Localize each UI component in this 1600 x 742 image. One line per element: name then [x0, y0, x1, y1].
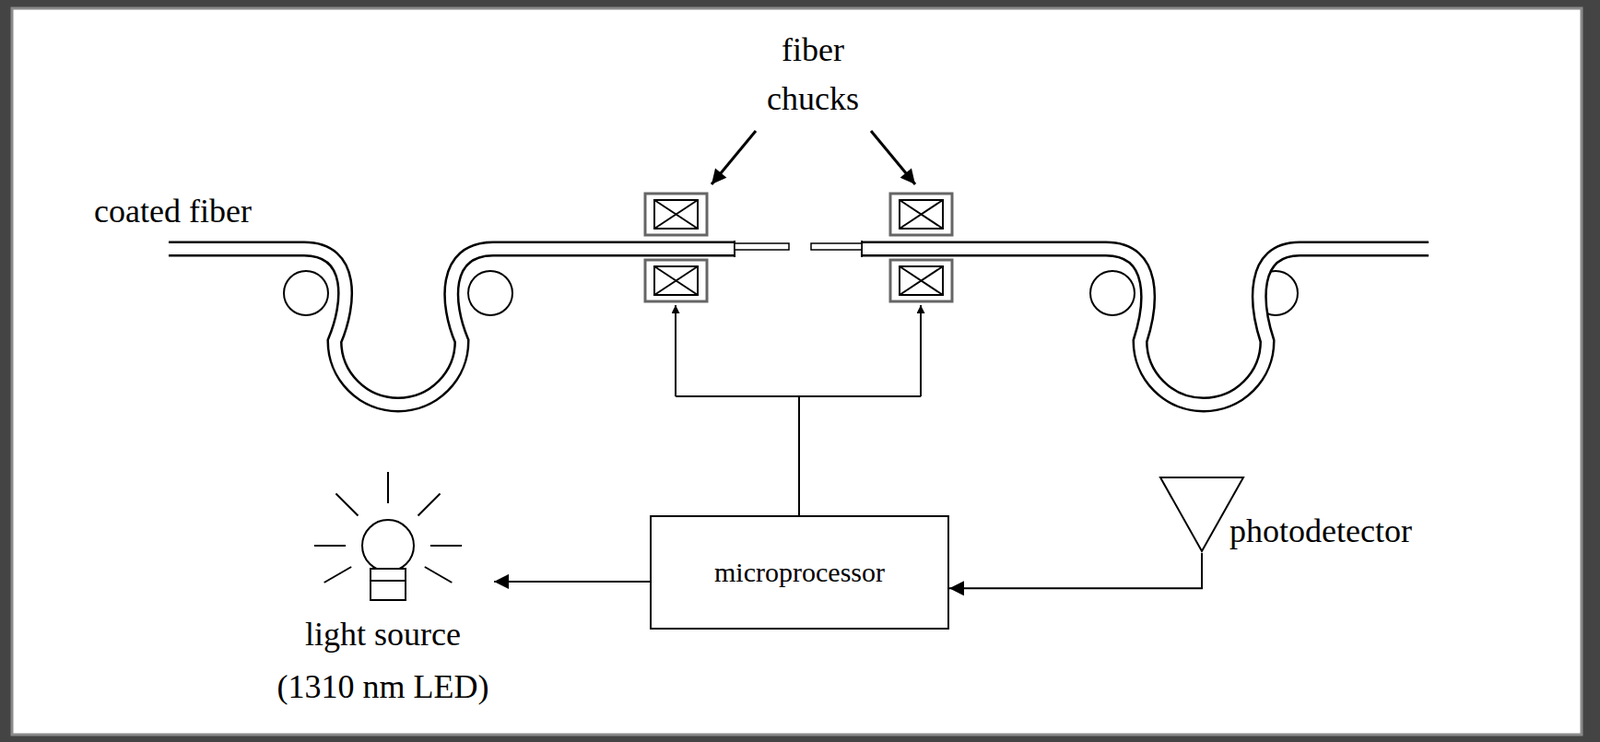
node-text: light source (1310 nm LED): [271, 608, 495, 714]
chuck-control-wire: [675, 305, 921, 516]
photodetector-symbol: photodetector: [1158, 474, 1412, 554]
leader-arrow: [711, 130, 916, 185]
fiber-chuck: [645, 193, 707, 302]
signal-arrow: [494, 580, 650, 583]
part-label: coated fiber: [94, 191, 252, 231]
panel: [11, 8, 1582, 735]
node-text: photodetector: [1229, 511, 1412, 551]
part-label: fiber chucks: [743, 25, 883, 124]
process-box: microprocessor: [649, 515, 950, 630]
node-text: microprocessor: [714, 556, 885, 589]
left-fiber-coil: [168, 240, 789, 405]
right-fiber-coil: [811, 240, 1429, 405]
light-source: light source (1310 nm LED): [271, 456, 495, 714]
light-bulb-symbol: [271, 456, 495, 613]
signal-arrow: [949, 552, 1202, 589]
fiber-chuck: [890, 193, 953, 302]
